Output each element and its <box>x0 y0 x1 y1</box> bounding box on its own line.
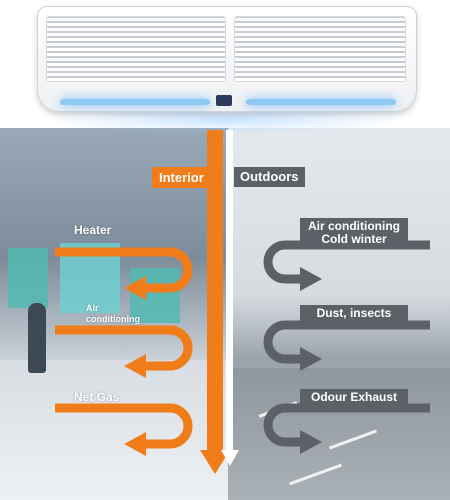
odour-loop-arrowhead <box>300 430 322 454</box>
shopper-figure <box>28 303 46 373</box>
heater-label: Heater <box>74 223 112 237</box>
interior-label: Interior <box>152 167 211 188</box>
heater-loop-arrow <box>55 247 193 293</box>
netgas-loop-arrowhead <box>124 432 146 456</box>
netgas-loop-arrow <box>55 403 193 449</box>
aircon-right-label-line2: Cold winter <box>321 232 387 247</box>
aircon-right-label-line1: Air conditioning <box>308 219 400 233</box>
aircon-loop-arrow <box>55 325 193 371</box>
aircon-loop-arrowhead <box>124 354 146 378</box>
air-curtain-unit <box>37 6 417 112</box>
intake-grille-left <box>46 16 226 82</box>
dust-loop-arrowhead <box>300 347 322 371</box>
odour-label: Odour Exhaust <box>300 389 408 407</box>
dust-loop-arrow <box>263 320 430 364</box>
outdoors-label: Outdoors <box>234 167 305 188</box>
dust-label: Dust, insects <box>300 305 408 323</box>
interior-mall-scene <box>0 128 228 500</box>
aircon-left-label: Air conditioning <box>86 303 140 324</box>
intake-grille-right <box>234 16 406 82</box>
aircon-outdoor-loop-arrowhead <box>300 267 322 291</box>
aircon-right-label: Air conditioning Cold winter <box>300 218 408 249</box>
orange-downflow <box>207 130 223 452</box>
air-outlet-left <box>60 99 210 105</box>
heater-loop-arrowhead <box>124 276 146 300</box>
storefront <box>8 248 48 308</box>
white-downflow-arrowhead <box>221 450 239 466</box>
netgas-label: Net Gas <box>74 390 120 404</box>
control-panel <box>216 95 232 106</box>
odour-loop-arrow <box>263 403 430 447</box>
white-downflow <box>226 130 233 452</box>
air-outlet-right <box>246 99 396 105</box>
aircon-outdoor-loop-arrow <box>263 240 430 284</box>
